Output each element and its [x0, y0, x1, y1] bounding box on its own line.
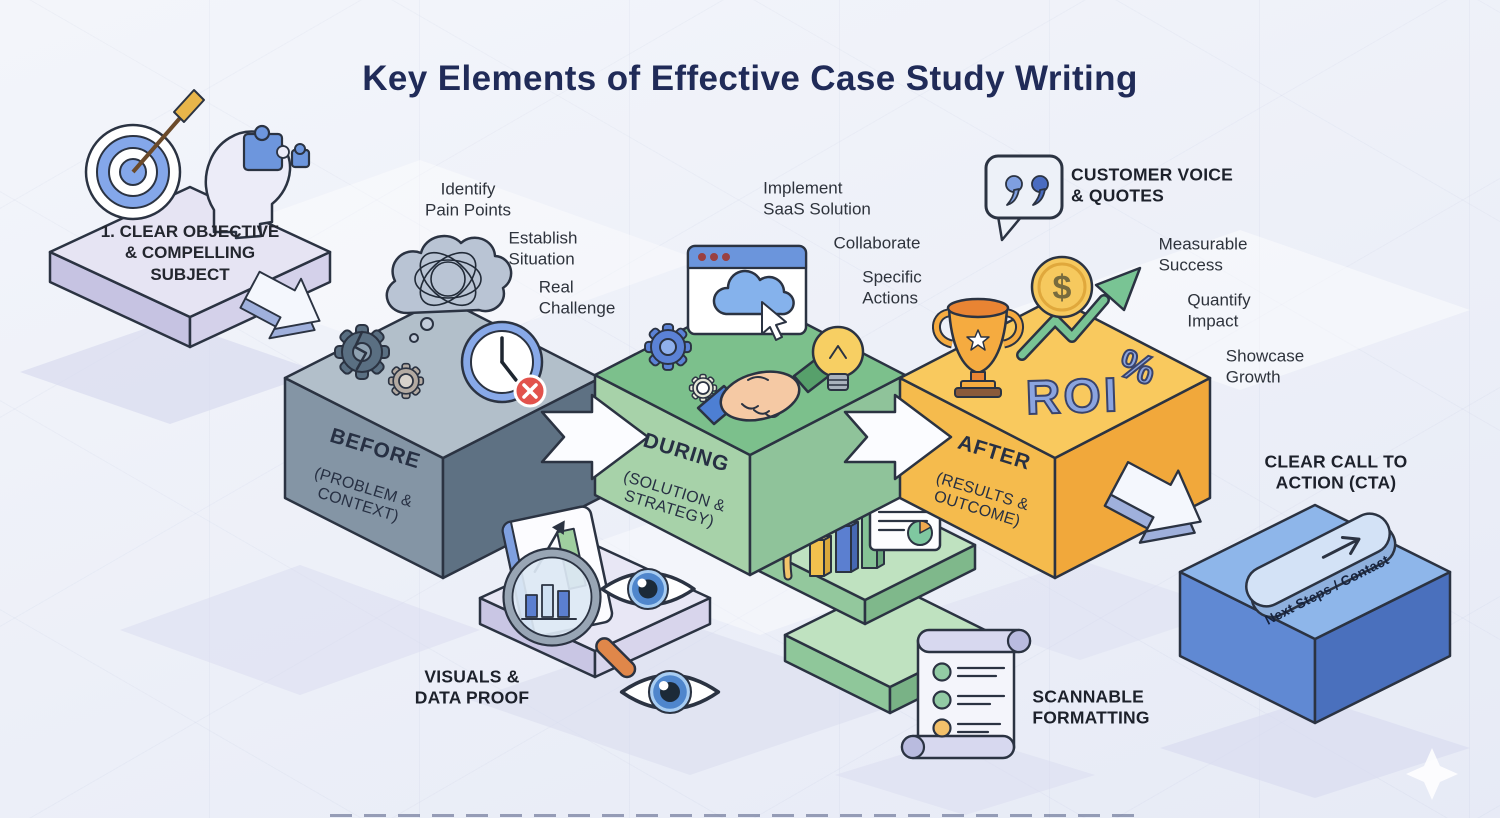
before-title: BEFORE	[327, 424, 424, 474]
solution-gears-icon	[644, 323, 718, 403]
during-subtitle: (SOLUTION & STRATEGY)	[621, 468, 728, 531]
head-puzzle-icon	[204, 124, 311, 240]
saas-browser-cloud-icon	[686, 244, 808, 341]
svg-text:$: $	[1053, 269, 1072, 307]
note-showcase-growth: Showcase Growth	[1225, 346, 1305, 386]
note-measurable-success: Measurable Success	[1158, 234, 1248, 274]
scroll-checklist-icon	[900, 628, 1032, 760]
tangled-thoughts-cloud-icon	[385, 234, 513, 343]
during-title: DURING	[640, 428, 733, 477]
arrow-before-during-icon	[540, 393, 650, 481]
handshake-icon	[696, 354, 836, 426]
note-implement-saas: Implement SaaS Solution	[763, 178, 871, 218]
note-real-challenge: Real Challenge	[538, 277, 616, 317]
dollar-coin-icon: $	[1030, 255, 1094, 319]
broken-gears-icon	[334, 324, 425, 400]
trophy-icon	[932, 297, 1024, 398]
note-quantify-impact: Quantify Impact	[1187, 290, 1251, 330]
cta-caption: CLEAR CALL TO ACTION (CTA)	[1264, 451, 1408, 493]
target-icon	[84, 89, 205, 221]
objective-block-label: 1. CLEAR OBJECTIVE & COMPELLING SUBJECT	[100, 222, 280, 284]
cta-pill-button-icon[interactable]	[1239, 507, 1402, 624]
callout-scannable-formatting: SCANNABLE FORMATTING	[1032, 686, 1150, 728]
sparkle-icon	[1406, 748, 1458, 800]
arrow-during-after-icon	[843, 393, 953, 481]
bottom-edge-dashes	[330, 814, 1140, 817]
growth-arrow-icon	[1016, 266, 1142, 361]
roi-label: ROI	[1024, 368, 1122, 426]
note-establish-situation: Establish Situation	[508, 228, 578, 268]
callout-visuals-data-proof: VISUALS & DATA PROOF	[414, 666, 530, 708]
note-identify-pain-points: Identify Pain Points	[425, 179, 511, 219]
page-title: Key Elements of Effective Case Study Wri…	[362, 59, 1138, 98]
before-subtitle: (PROBLEM & CONTEXT)	[312, 464, 415, 526]
note-collaborate: Collaborate	[833, 233, 921, 253]
speech-bubble-quotes-icon	[984, 154, 1064, 242]
lightbulb-icon	[811, 325, 865, 391]
after-title: AFTER	[955, 430, 1034, 475]
deadline-clock-icon	[460, 320, 547, 408]
magnifier-chart-icon	[501, 505, 637, 679]
after-subtitle: (RESULTS & OUTCOME)	[931, 469, 1031, 531]
callout-customer-voice: CUSTOMER VOICE & QUOTES	[1071, 164, 1233, 206]
note-specific-actions: Specific Actions	[862, 267, 922, 307]
